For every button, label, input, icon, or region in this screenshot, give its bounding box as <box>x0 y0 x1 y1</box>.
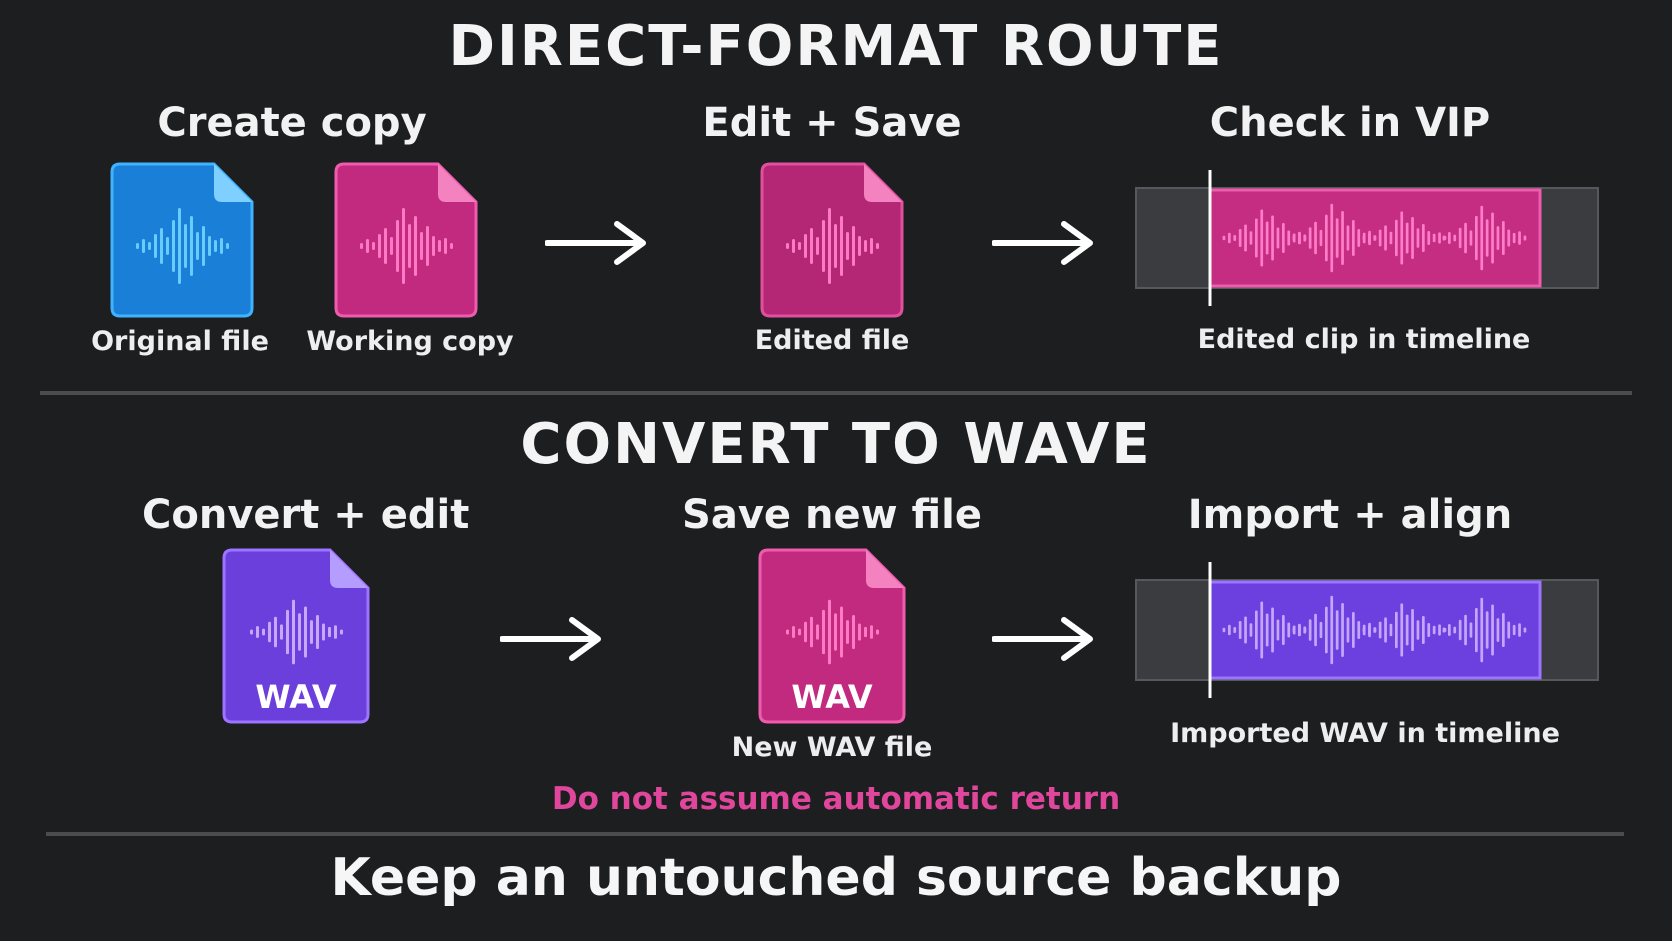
wav-badge-text: WAV <box>255 678 336 716</box>
direct-route-title: DIRECT-FORMAT ROUTE <box>448 14 1224 79</box>
edited-file-icon <box>760 162 904 318</box>
section-divider <box>46 832 1624 836</box>
step-save-new-file-label: Save new file <box>682 492 982 538</box>
step-convert-edit-label: Convert + edit <box>142 492 470 538</box>
new-wav-file-icon: WAV <box>758 548 906 724</box>
original-file-icon <box>110 162 254 318</box>
warning-text: Do not assume automatic return <box>551 781 1121 817</box>
imported-wav-caption: Imported WAV in timeline <box>1170 718 1560 749</box>
edited-clip-caption: Edited clip in timeline <box>1197 324 1531 355</box>
arrow-right-icon <box>500 617 601 661</box>
working-copy-caption: Working copy <box>306 326 514 357</box>
arrow-right-icon <box>545 221 646 265</box>
step-create-copy-label: Create copy <box>157 100 427 146</box>
original-file-caption: Original file <box>91 326 269 357</box>
arrow-right-icon <box>992 221 1093 265</box>
section-divider <box>40 391 1632 395</box>
wav-badge-text: WAV <box>791 678 872 716</box>
step-edit-save-label: Edit + Save <box>702 100 962 146</box>
footer-backup-note: Keep an untouched source backup <box>330 848 1342 908</box>
arrow-right-icon <box>992 617 1093 661</box>
step-check-vip-label: Check in VIP <box>1209 100 1491 146</box>
step-import-align-label: Import + align <box>1187 492 1513 538</box>
imported-wav-timeline <box>1135 562 1599 698</box>
new-wav-file-caption: New WAV file <box>731 732 933 763</box>
edited-clip-timeline <box>1135 170 1599 306</box>
wav-file-purple-icon: WAV <box>222 548 370 724</box>
working-copy-icon <box>334 162 478 318</box>
edited-file-caption: Edited file <box>754 325 910 356</box>
convert-to-wave-title: CONVERT TO WAVE <box>520 412 1152 477</box>
